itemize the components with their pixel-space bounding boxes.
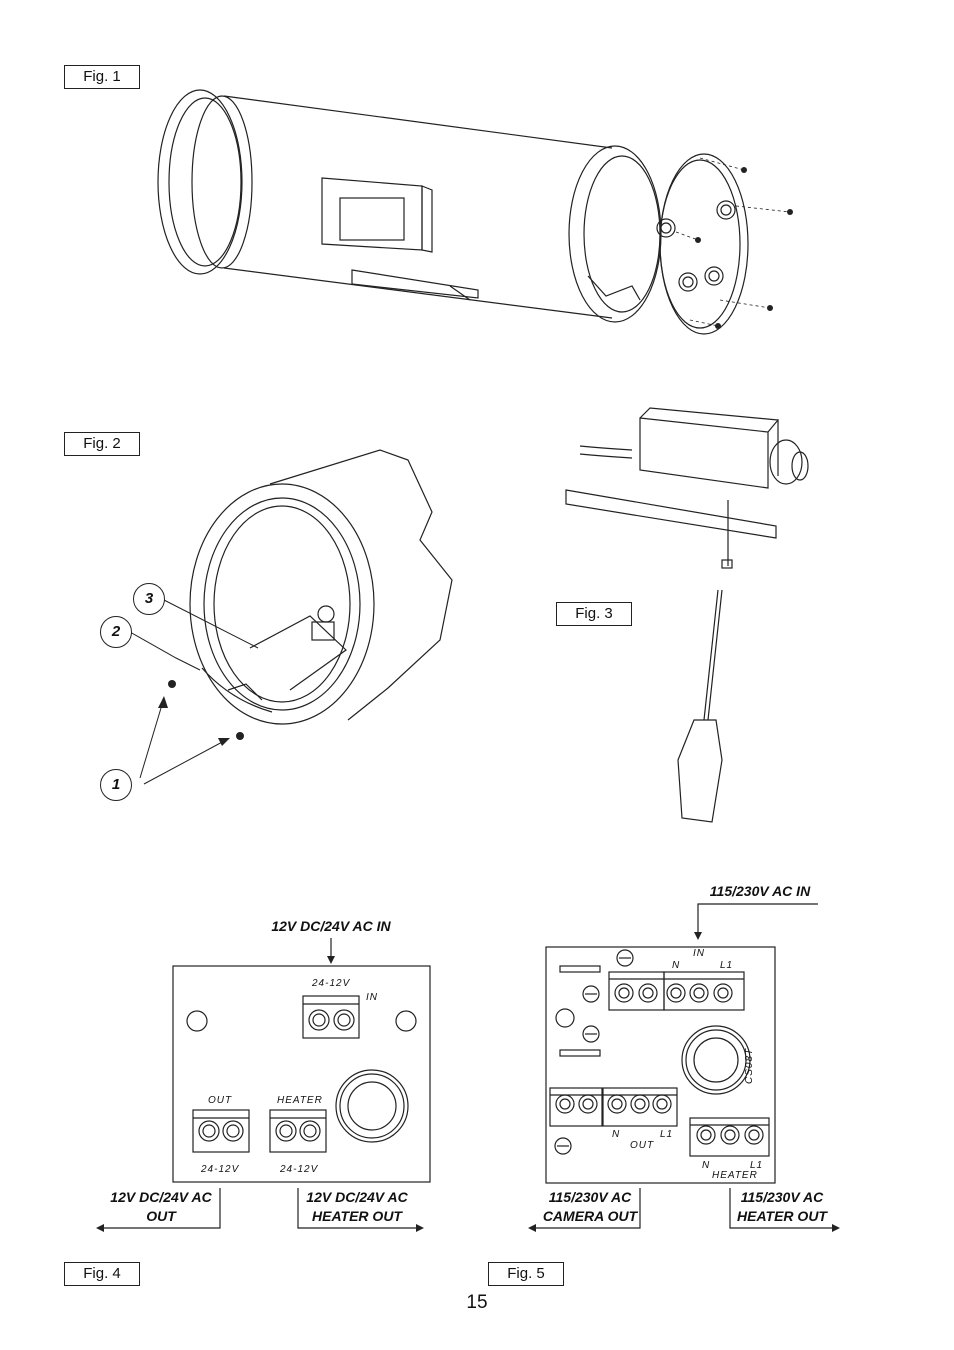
fig1-label: Fig. 1: [64, 65, 140, 89]
fig5-out-n: N: [612, 1129, 621, 1140]
fig4-out-label-line2: OUT: [146, 1208, 176, 1224]
fig4-input-label: 12V DC/24V AC IN: [271, 918, 391, 934]
fig5-out-label: OUT: [630, 1140, 655, 1151]
fig4-out-voltage: 24-12V: [201, 1164, 240, 1175]
fig5-heater-out-line1: 115/230V AC: [740, 1189, 824, 1205]
fig5-heater-out-label: 115/230V AC HEATER OUT: [728, 1188, 836, 1226]
fig1-housing-drawing: [157, 89, 793, 335]
fig4-out-label: 12V DC/24V AC OUT: [100, 1188, 222, 1226]
fig4-heater-label: 12V DC/24V AC HEATER OUT: [296, 1188, 418, 1226]
callout-3: 3: [133, 583, 165, 615]
fig5-heater-l1: L1: [750, 1160, 764, 1171]
fig5-board-code: CS08T: [744, 1047, 755, 1084]
fig4-terminal-in-voltage: 24-12V: [312, 978, 351, 989]
fig5-l1-label: L1: [720, 960, 734, 971]
fig5-out-l1: L1: [660, 1129, 674, 1140]
fig4-heater-label-line1: 12V DC/24V AC: [306, 1189, 408, 1205]
fig2-label: Fig. 2: [64, 432, 140, 456]
fig5-camera-label-line1: 115/230V AC: [548, 1189, 632, 1205]
fig3-camera-drawing: [565, 407, 809, 823]
page-number: 15: [466, 1292, 488, 1313]
fig2-flange-drawing: [129, 449, 453, 785]
fig4-terminal-out: OUT: [208, 1095, 233, 1106]
fig5-camera-label: 115/230V AC CAMERA OUT: [536, 1188, 644, 1226]
fig5-n-label: N: [672, 960, 681, 971]
fig4-heater-label-line2: HEATER OUT: [312, 1208, 402, 1224]
fig5-input-label: 115/230V AC IN: [709, 883, 811, 899]
fig4-terminal-in: IN: [366, 992, 378, 1003]
fig5-heater-out-line2: HEATER OUT: [737, 1208, 827, 1224]
callout-2: 2: [100, 616, 132, 648]
fig5-camera-label-line2: CAMERA OUT: [542, 1208, 638, 1224]
fig5-in-marker: IN: [693, 948, 705, 959]
fig3-label: Fig. 3: [556, 602, 632, 626]
fig4-heater-voltage: 24-12V: [280, 1164, 319, 1175]
callout-1: 1: [100, 769, 132, 801]
fig5-label: Fig. 5: [488, 1262, 564, 1286]
fig4-out-label-line1: 12V DC/24V AC: [110, 1189, 212, 1205]
fig4-label: Fig. 4: [64, 1262, 140, 1286]
fig5-heater-n: N: [702, 1160, 711, 1171]
fig5-heater-label: HEATER: [712, 1170, 758, 1181]
fig4-terminal-heater: HEATER: [277, 1095, 323, 1106]
